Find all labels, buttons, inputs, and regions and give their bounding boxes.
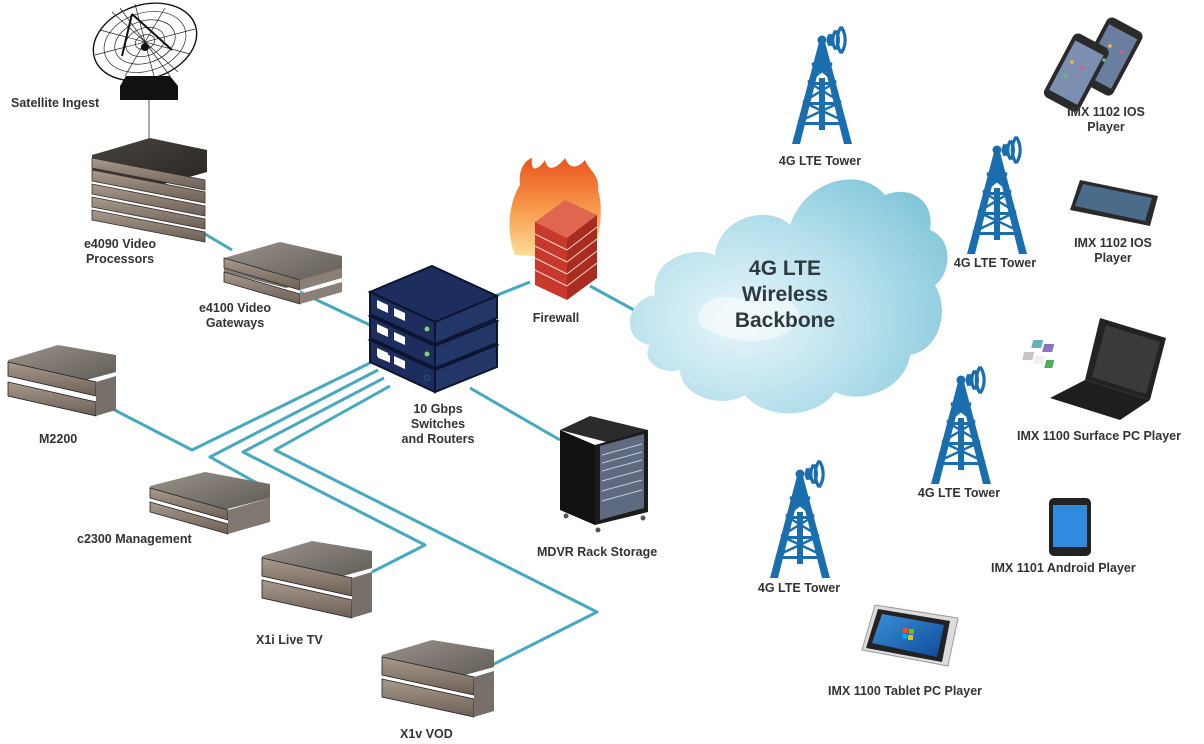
cell-tower-icon [967, 135, 1027, 254]
server-icon [149, 472, 270, 535]
e4090-label: e4090 Video Processors [60, 237, 180, 267]
tower-label: 4G LTE Tower [917, 486, 1001, 500]
satellite-dish-icon [92, 2, 198, 100]
link-switches-mdvr [469, 386, 561, 442]
link-firewall-cloud [589, 284, 635, 312]
tower-label: 4G LTE Tower [953, 256, 1037, 270]
link-e4090-e4100 [204, 232, 233, 252]
firewall-icon [509, 158, 601, 300]
firewall-label: Firewall [532, 311, 580, 325]
player-label-line2: Player [1094, 251, 1132, 265]
link-switches-m2200 [104, 360, 373, 452]
tower-label: 4G LTE Tower [757, 581, 841, 595]
link-switches-x1v [273, 384, 599, 667]
link-switches-firewall [494, 280, 531, 298]
player-label: IMX 1100 Tablet PC Player [828, 684, 983, 698]
e4090-label-line2: Processors [85, 252, 155, 266]
smartphone-icon [1043, 17, 1143, 112]
laptop-icon [1022, 318, 1166, 420]
switches-label: 10 Gbps Switches and Routers [378, 402, 498, 447]
rack-icon [560, 416, 648, 533]
cell-tower-icon [770, 459, 830, 578]
server-icon [261, 541, 372, 619]
switches-label-line2: Switches [410, 417, 466, 431]
player-label-line1: IMX 1102 IOS [1067, 105, 1145, 119]
switches-label-line1: 10 Gbps [413, 402, 463, 416]
cell-tower-icon [792, 25, 852, 144]
cloud-label-line2: Wireless [741, 283, 829, 306]
cell-tower-icon [931, 365, 991, 484]
m2200-label: M2200 [39, 432, 78, 446]
player-label: IMX 1101 Android Player [991, 561, 1136, 575]
satellite-ingest-label: Satellite Ingest [11, 96, 100, 110]
server-icon [381, 640, 494, 718]
server-icon [7, 345, 116, 417]
android-tablet-icon [1049, 498, 1091, 556]
player-label-line2: Player [1087, 120, 1125, 134]
x1v-label: X1v VOD [400, 727, 453, 741]
cloud-label-line1: 4G LTE [749, 257, 821, 280]
player-label: IMX 1100 Surface PC Player [1017, 429, 1181, 443]
cloud-icon [629, 179, 948, 414]
switches-label-line3: and Routers [401, 432, 475, 446]
server-stack-icon [91, 138, 207, 243]
links [104, 100, 635, 667]
link-switches-x1i [241, 376, 427, 574]
server-icon [223, 242, 342, 305]
player-label-line1: IMX 1102 IOS [1074, 236, 1152, 250]
mdvr-label: MDVR Rack Storage [537, 545, 658, 559]
tablet-icon [1070, 180, 1158, 226]
link-switches-c2300 [208, 368, 379, 490]
tower-label: 4G LTE Tower [778, 154, 862, 168]
x1i-label: X1i Live TV [256, 633, 323, 647]
player-label: IMX 1102 IOS Player [1053, 236, 1173, 266]
e4090-label-line1: e4090 Video [83, 237, 157, 251]
player-label: IMX 1102 IOS Player [1046, 105, 1166, 135]
c2300-label: c2300 Management [77, 532, 192, 546]
cloud-label-line3: Backbone [734, 309, 836, 332]
e4100-label-line2: Gateways [205, 316, 265, 330]
cloud-label: 4G LTE Wireless Backbone [715, 256, 855, 334]
e4100-label-line1: e4100 Video [198, 301, 272, 315]
network-switch-icon [367, 264, 500, 394]
windows-tablet-icon [861, 604, 959, 667]
e4100-label: e4100 Video Gateways [175, 301, 295, 331]
